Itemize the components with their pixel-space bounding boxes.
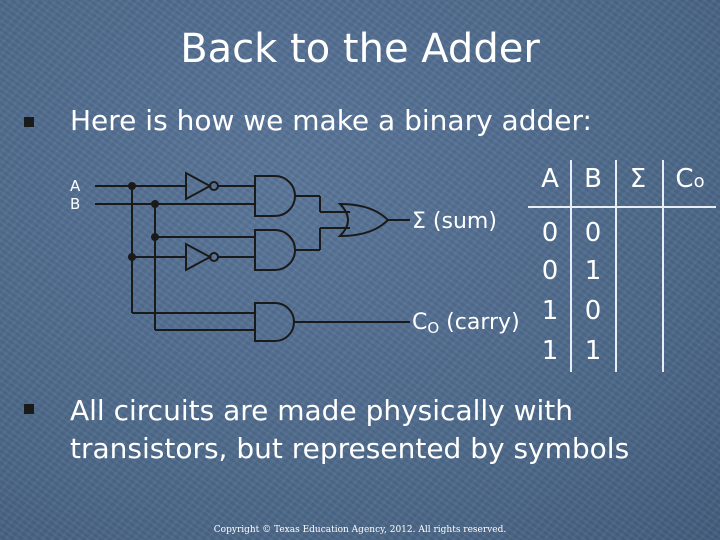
- truth-header-carry: Co: [675, 164, 705, 194]
- inverter-1: [185, 171, 213, 201]
- bullet-marker: [24, 404, 34, 414]
- and-gate-1: [254, 175, 296, 217]
- junction-dot: [151, 200, 159, 208]
- and-gate-carry: [254, 302, 295, 342]
- truth-cell: 0: [584, 296, 602, 326]
- and-gate-2: [254, 229, 296, 271]
- junction-dot: [151, 233, 159, 241]
- truth-header-rule: [528, 206, 716, 208]
- inverter-2: [185, 242, 213, 272]
- truth-col-divider: [570, 160, 572, 372]
- truth-cell: 1: [584, 256, 602, 286]
- truth-header-b: B: [584, 164, 602, 194]
- truth-cell: 0: [541, 256, 559, 286]
- truth-cell: 1: [541, 296, 559, 326]
- truth-cell: 1: [541, 336, 559, 366]
- junction-dot: [128, 182, 136, 190]
- truth-cell: 0: [541, 218, 559, 248]
- truth-header-a: A: [541, 164, 559, 194]
- slide-title: Back to the Adder: [180, 26, 540, 72]
- truth-table: A B Σ Co 0 0 0 1 1 0 1 1: [528, 160, 718, 375]
- carry-label-main: C: [412, 310, 428, 335]
- carry-output-label: CO (carry): [412, 309, 520, 338]
- bullet-marker: [24, 117, 34, 127]
- carry-label-rest: (carry): [439, 310, 520, 335]
- truth-col-divider: [662, 160, 664, 372]
- input-b-label: B: [70, 195, 81, 213]
- or-gate: [337, 202, 390, 238]
- truth-header-sum: Σ: [629, 164, 647, 194]
- carry-label-sub: O: [427, 319, 440, 337]
- truth-cell: 0: [584, 218, 602, 248]
- truth-col-divider: [615, 160, 617, 372]
- bullet-text-1: Here is how we make a binary adder:: [70, 104, 592, 137]
- input-a-label: A: [70, 177, 81, 195]
- sum-output-label: Σ (sum): [412, 209, 497, 234]
- copyright-notice: Copyright © Texas Education Agency, 2012…: [213, 525, 507, 535]
- truth-cell: 1: [584, 336, 602, 366]
- bullet-text-2: All circuits are made physically with tr…: [70, 394, 630, 465]
- junction-dot: [128, 253, 136, 261]
